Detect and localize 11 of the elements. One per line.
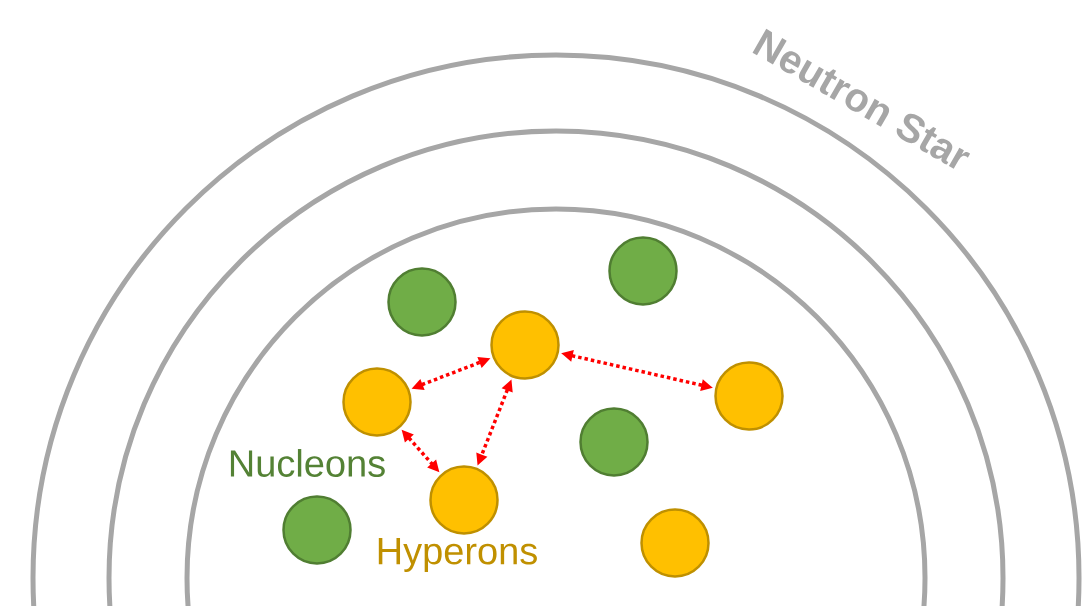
particle-label: Hyperons xyxy=(378,538,537,572)
hyperon-circle xyxy=(640,508,710,578)
nucleon-circle xyxy=(608,236,678,306)
nucleon-circle xyxy=(282,495,352,565)
particle-label: Nucleons xyxy=(230,449,385,477)
hyperon-circle xyxy=(429,465,499,535)
nucleon-circle xyxy=(387,267,457,337)
hyperon-circle xyxy=(490,310,560,380)
hyperon-circle xyxy=(714,361,784,431)
nucleon-circle xyxy=(579,407,649,477)
hyperon-circle xyxy=(342,367,412,437)
